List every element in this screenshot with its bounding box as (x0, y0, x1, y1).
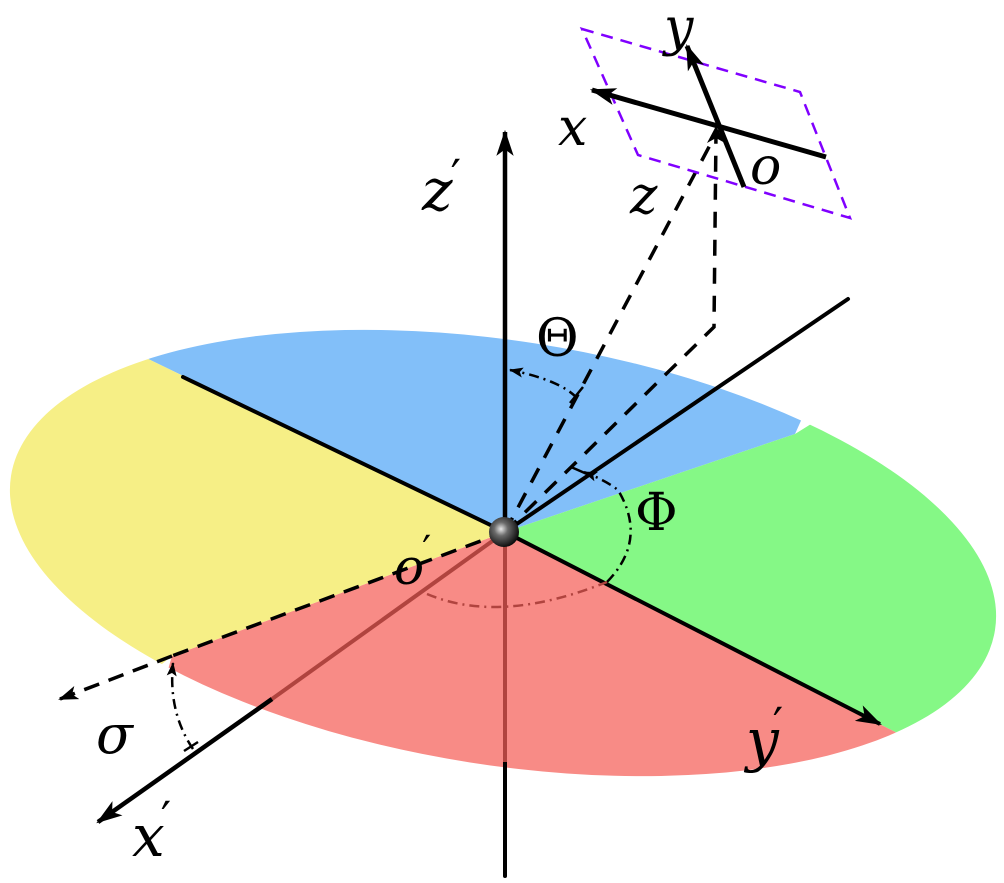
label-theta: Θ (536, 309, 579, 369)
label-local-x: x (558, 98, 587, 158)
dashed-arrow-left (58, 654, 173, 701)
phi-arc-tick (570, 465, 588, 476)
label-x-prime: x′ (132, 791, 171, 870)
phi-arc-hidden (426, 580, 608, 609)
local-y-axis (684, 43, 747, 188)
label-y-prime: y′ (743, 697, 783, 774)
dashed-line-z-direction (503, 129, 720, 533)
dashed-projection-path (503, 131, 718, 534)
label-z-prime: z′ (421, 149, 461, 224)
label-phi: Φ (635, 483, 678, 543)
y-prime-axis (504, 530, 882, 726)
theta-arc-tick (569, 386, 584, 404)
x-prime-axis (96, 697, 274, 824)
label-sigma: σ (96, 703, 135, 766)
sigma-arc (166, 662, 195, 750)
origin-sphere (489, 517, 519, 547)
local-z-arrowhead (707, 126, 725, 143)
x-prime-axis-hidden (270, 530, 507, 701)
sigma-arc-tick (183, 740, 199, 753)
phi-arc-visible (583, 470, 632, 583)
dashed-projection-left (171, 530, 506, 658)
disk-diameter-left (181, 375, 507, 534)
label-origin-prime: o′ (394, 528, 431, 596)
label-local-origin: o (750, 137, 781, 197)
local-x-axis (589, 87, 827, 160)
disk-diameter-right (503, 297, 850, 534)
theta-arc (509, 367, 578, 399)
local-plane-outline (579, 27, 853, 220)
label-local-y: y (662, 0, 694, 58)
label-local-z: z (629, 166, 658, 226)
